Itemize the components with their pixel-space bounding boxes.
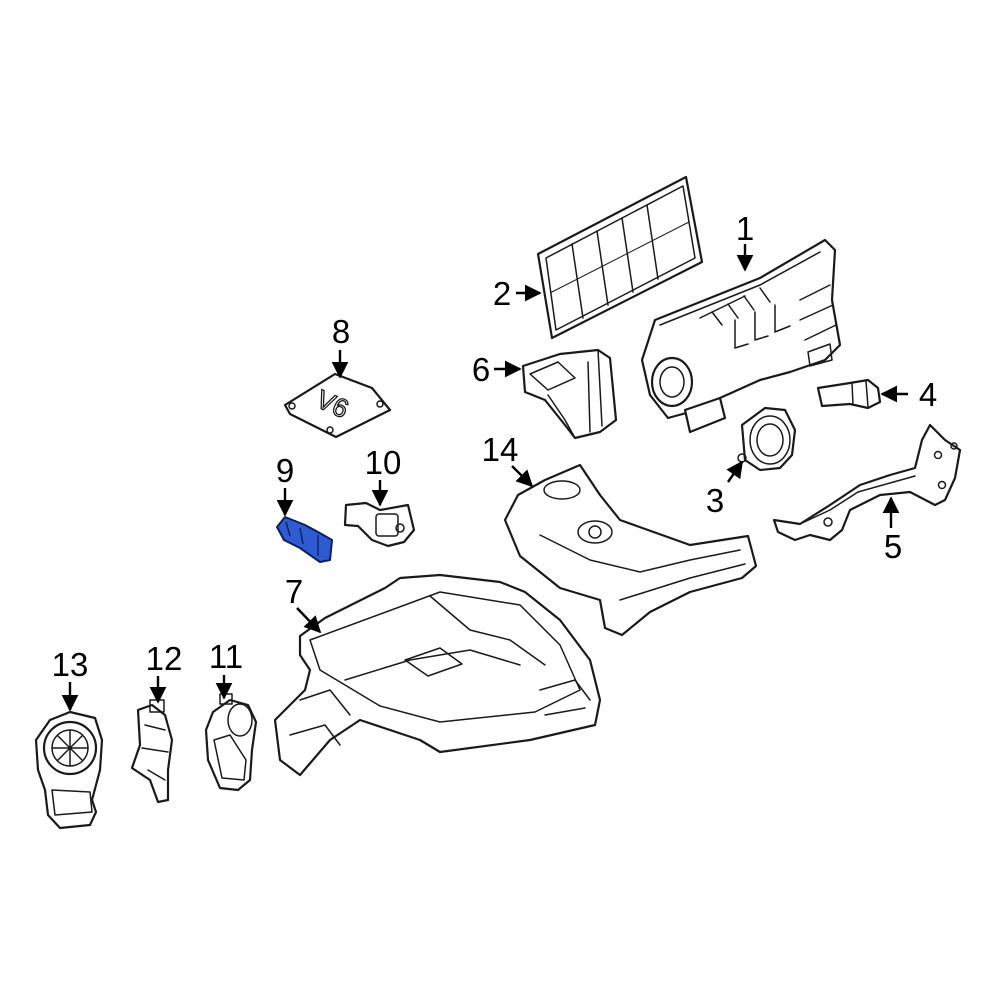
air-filter-element[interactable] bbox=[536, 175, 704, 340]
intake-manifold[interactable] bbox=[273, 573, 602, 777]
callout-7: 7 bbox=[285, 573, 303, 610]
mounting-bracket[interactable] bbox=[772, 423, 962, 542]
callout-4: 4 bbox=[919, 376, 937, 413]
callout-labels: 1 2 3 4 5 6 7 8 9 10 11 12 13 14 bbox=[52, 210, 938, 683]
callout-2: 2 bbox=[493, 275, 511, 312]
leader-3 bbox=[726, 460, 743, 483]
callout-12: 12 bbox=[146, 640, 183, 677]
leader-7 bbox=[296, 607, 322, 634]
throttle-valve-assembly[interactable] bbox=[34, 710, 104, 830]
callout-6: 6 bbox=[472, 351, 490, 388]
outlet-connector[interactable] bbox=[737, 406, 797, 472]
leader-14 bbox=[511, 465, 534, 488]
throttle-body[interactable] bbox=[204, 693, 258, 792]
engine-cover-emblem-plate[interactable]: V6 bbox=[283, 372, 392, 439]
small-connector[interactable] bbox=[816, 378, 882, 410]
engine-cover[interactable] bbox=[503, 463, 758, 637]
inlet-duct[interactable] bbox=[521, 348, 618, 440]
callout-9: 9 bbox=[276, 452, 294, 489]
air-cleaner-housing[interactable] bbox=[640, 238, 842, 434]
throttle-housing-bracket[interactable] bbox=[130, 699, 174, 804]
callout-14: 14 bbox=[482, 431, 519, 468]
callout-1: 1 bbox=[736, 210, 754, 247]
sensor[interactable] bbox=[343, 501, 416, 548]
callout-10: 10 bbox=[365, 444, 402, 481]
callout-8: 8 bbox=[332, 313, 350, 350]
highlighted-sensor[interactable] bbox=[276, 516, 333, 563]
callout-3: 3 bbox=[706, 482, 724, 519]
leader-lines bbox=[61, 244, 908, 712]
callout-5: 5 bbox=[884, 528, 902, 565]
callout-13: 13 bbox=[52, 646, 89, 683]
callout-11: 11 bbox=[209, 638, 243, 675]
